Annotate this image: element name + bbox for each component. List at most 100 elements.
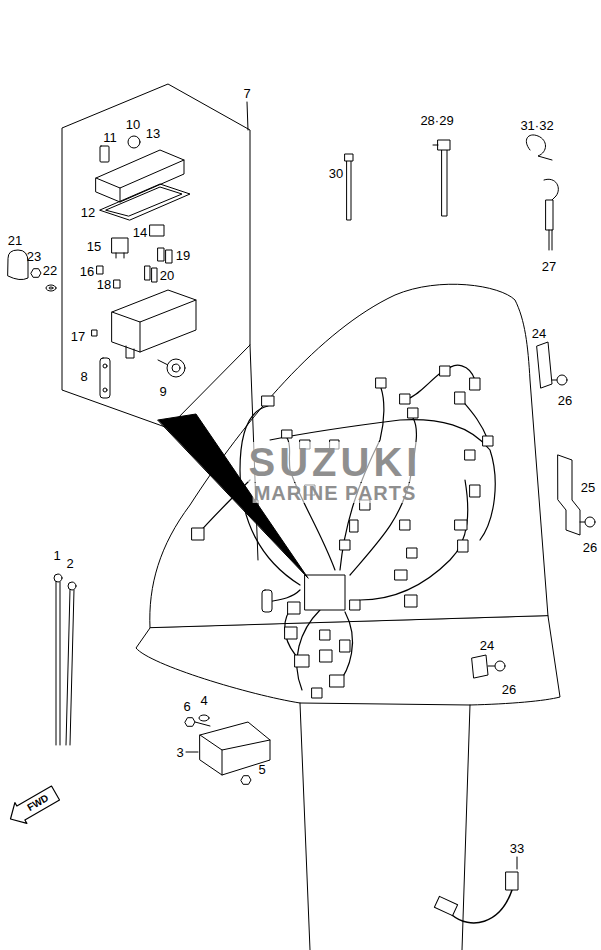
- callout-number: 3: [175, 746, 184, 759]
- callout-number: 24: [479, 639, 495, 652]
- loose-parts: [585, 517, 595, 527]
- loose-parts: [526, 135, 552, 160]
- fuse-box-parts: [166, 250, 172, 263]
- extension-cable: [434, 857, 518, 923]
- engine-cowl: [300, 703, 470, 950]
- fuse-box-parts: [100, 184, 190, 220]
- wiring-harness: [312, 688, 322, 698]
- ground-wires: [68, 582, 76, 590]
- fuse-box-parts: [106, 187, 182, 216]
- inset-panel: 101113121415191620181789: [58, 80, 254, 432]
- wiring-harness: [483, 436, 493, 446]
- loose-parts: [488, 666, 495, 667]
- wiring-harness: [395, 570, 407, 580]
- callout-number: 25: [580, 481, 596, 494]
- wiring-harness: [192, 528, 204, 540]
- loose-parts: [46, 285, 56, 291]
- bracket-parts: [186, 735, 270, 775]
- loose-parts: [442, 144, 447, 216]
- callout-number: 8: [79, 370, 88, 383]
- callout-number: 33: [509, 842, 525, 855]
- loose-parts: [8, 135, 595, 678]
- wiring-harness: [350, 520, 358, 532]
- wiring-harness: [285, 610, 300, 660]
- loose-parts: [8, 250, 28, 280]
- wiring-harness: [320, 650, 332, 662]
- fuse-box-parts: [114, 280, 120, 288]
- loose-parts: [347, 160, 351, 220]
- loose-parts: [472, 655, 488, 678]
- fwd-arrow: [4, 783, 61, 830]
- fuse-box-parts: [152, 268, 157, 282]
- wiring-harness: [470, 378, 480, 390]
- wiring-harness: [262, 590, 272, 612]
- callout-number: 1: [52, 549, 61, 562]
- fuse-box-parts: [103, 364, 107, 368]
- bracket-parts: [241, 776, 251, 785]
- fuse-box-parts: [145, 266, 150, 280]
- fuse-box-parts: [128, 136, 140, 148]
- wiring-harness: [268, 590, 300, 602]
- extension-cable: [506, 872, 518, 890]
- wiring-harness: [376, 378, 386, 388]
- fuse-box-parts: [112, 300, 196, 358]
- wiring-harness: [405, 372, 442, 400]
- loose-parts: [558, 455, 580, 535]
- callout-number: 30: [328, 167, 344, 180]
- wiring-harness: [192, 366, 493, 698]
- bracket-parts: [185, 715, 270, 784]
- loose-parts: [537, 342, 552, 388]
- loose-parts: [546, 200, 553, 230]
- fuse-box-parts: [92, 330, 97, 336]
- callout-number: 27: [541, 260, 557, 273]
- wiring-harness: [470, 485, 480, 497]
- wiring-harness: [330, 675, 344, 687]
- callout-number: 31·32: [519, 119, 554, 132]
- fuse-box-parts: [96, 150, 184, 202]
- bracket-parts: [200, 722, 270, 775]
- loose-parts: [31, 269, 41, 278]
- fuse-box-parts: [97, 266, 103, 274]
- fuse-box-parts: [167, 359, 185, 377]
- wiring-harness: [288, 602, 300, 614]
- callout-number: 13: [145, 127, 161, 140]
- extension-cable: [452, 890, 512, 923]
- fuse-box-parts: [112, 290, 196, 352]
- callout-number: 11: [102, 131, 118, 144]
- callout-number: 26: [501, 683, 517, 696]
- wiring-harness: [440, 366, 450, 376]
- extension-cable: [517, 857, 518, 869]
- loose-parts: [433, 140, 450, 150]
- callout-number: 15: [86, 240, 102, 253]
- callout-number: 26: [582, 541, 598, 554]
- fuse-box-parts: [103, 388, 107, 392]
- loose-parts: [580, 522, 585, 523]
- callout-number: 7: [242, 87, 251, 100]
- callout-number: 6: [182, 700, 191, 713]
- loose-parts: [557, 375, 567, 385]
- wiring-harness: [400, 520, 410, 530]
- wiring-harness: [445, 365, 488, 440]
- wiring-harness: [455, 520, 467, 530]
- ground-wires: [56, 582, 60, 745]
- callout-number: 4: [199, 694, 208, 707]
- engine-cowl: [136, 284, 560, 950]
- loose-parts: [49, 287, 53, 289]
- ground-wires: [66, 590, 74, 745]
- wiring-harness: [340, 540, 350, 550]
- callout-number: 19: [175, 249, 191, 262]
- callout-number: 28·29: [419, 114, 454, 127]
- callout-number: 20: [159, 269, 175, 282]
- callout-number: 5: [257, 763, 266, 776]
- callout-number: 12: [80, 206, 96, 219]
- wiring-harness: [337, 612, 353, 685]
- wiring-harness: [407, 548, 417, 558]
- callout-number: 14: [132, 226, 148, 239]
- fuse-box-parts: [92, 136, 196, 398]
- wiring-harness: [350, 600, 360, 610]
- wiring-harness: [465, 450, 475, 460]
- bracket-parts: [199, 715, 209, 721]
- wiring-harness: [458, 540, 468, 552]
- loose-parts: [495, 661, 505, 671]
